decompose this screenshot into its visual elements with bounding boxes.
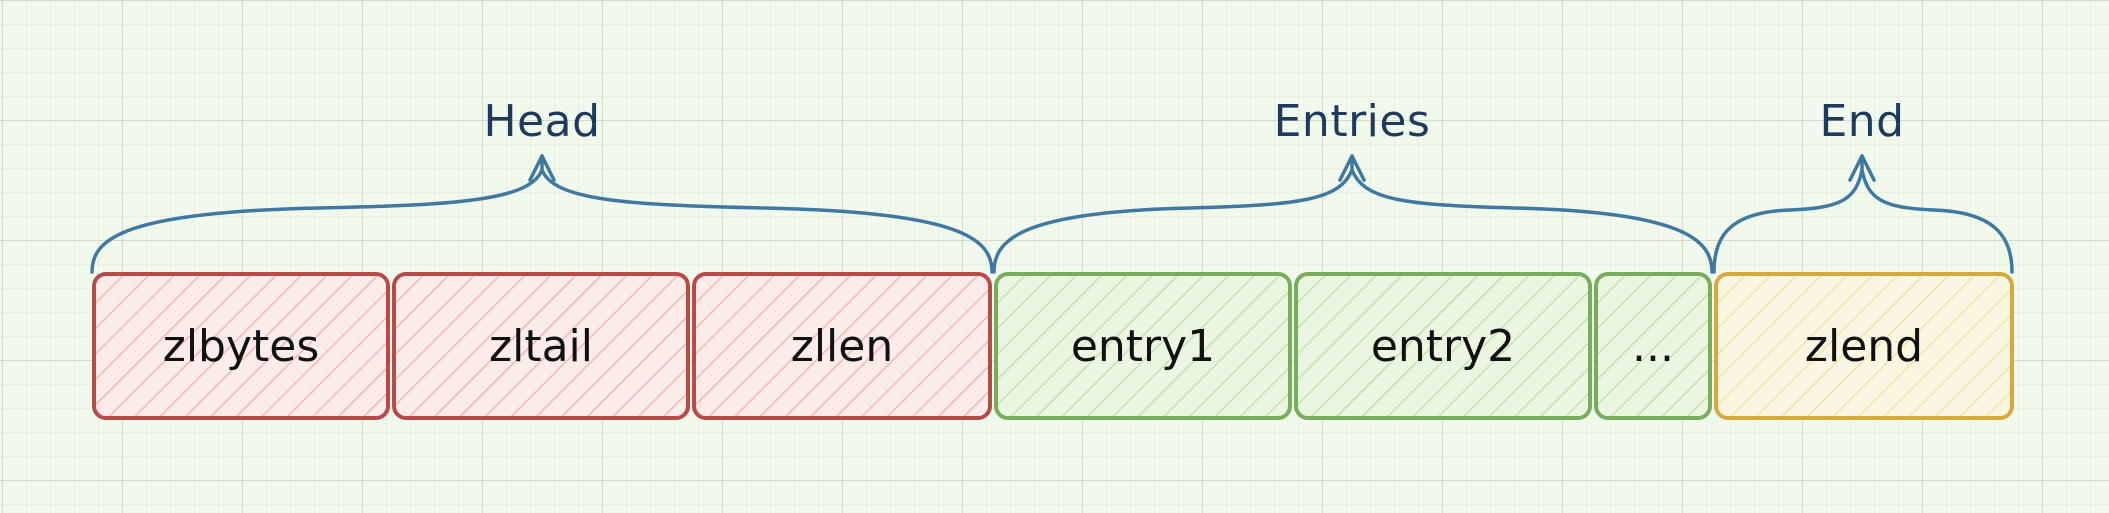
- block-label-entry2: entry2: [1370, 320, 1516, 372]
- block-zlend: zlend: [1714, 272, 2014, 420]
- block-entry1: entry1: [994, 272, 1292, 420]
- block-label-zltail: zltail: [489, 320, 593, 372]
- group-label-head: Head: [483, 96, 601, 147]
- entries-brace: [992, 168, 1714, 274]
- block-zltail: zltail: [392, 272, 690, 420]
- block-label-zlend: zlend: [1804, 320, 1924, 372]
- head-brace: [90, 168, 994, 274]
- block-zlbytes: zlbytes: [92, 272, 390, 420]
- block-entry2: entry2: [1294, 272, 1592, 420]
- block-label-entry1: entry1: [1070, 320, 1216, 372]
- end-brace: [1712, 168, 2014, 274]
- block-ellipsis: ...: [1594, 272, 1712, 420]
- block-zllen: zllen: [692, 272, 992, 420]
- block-label-zllen: zllen: [790, 320, 894, 372]
- block-label-zlbytes: zlbytes: [162, 320, 320, 372]
- group-label-entries: Entries: [1273, 96, 1431, 147]
- block-label-ellipsis: ...: [1632, 320, 1674, 372]
- group-label-end: End: [1819, 96, 1905, 147]
